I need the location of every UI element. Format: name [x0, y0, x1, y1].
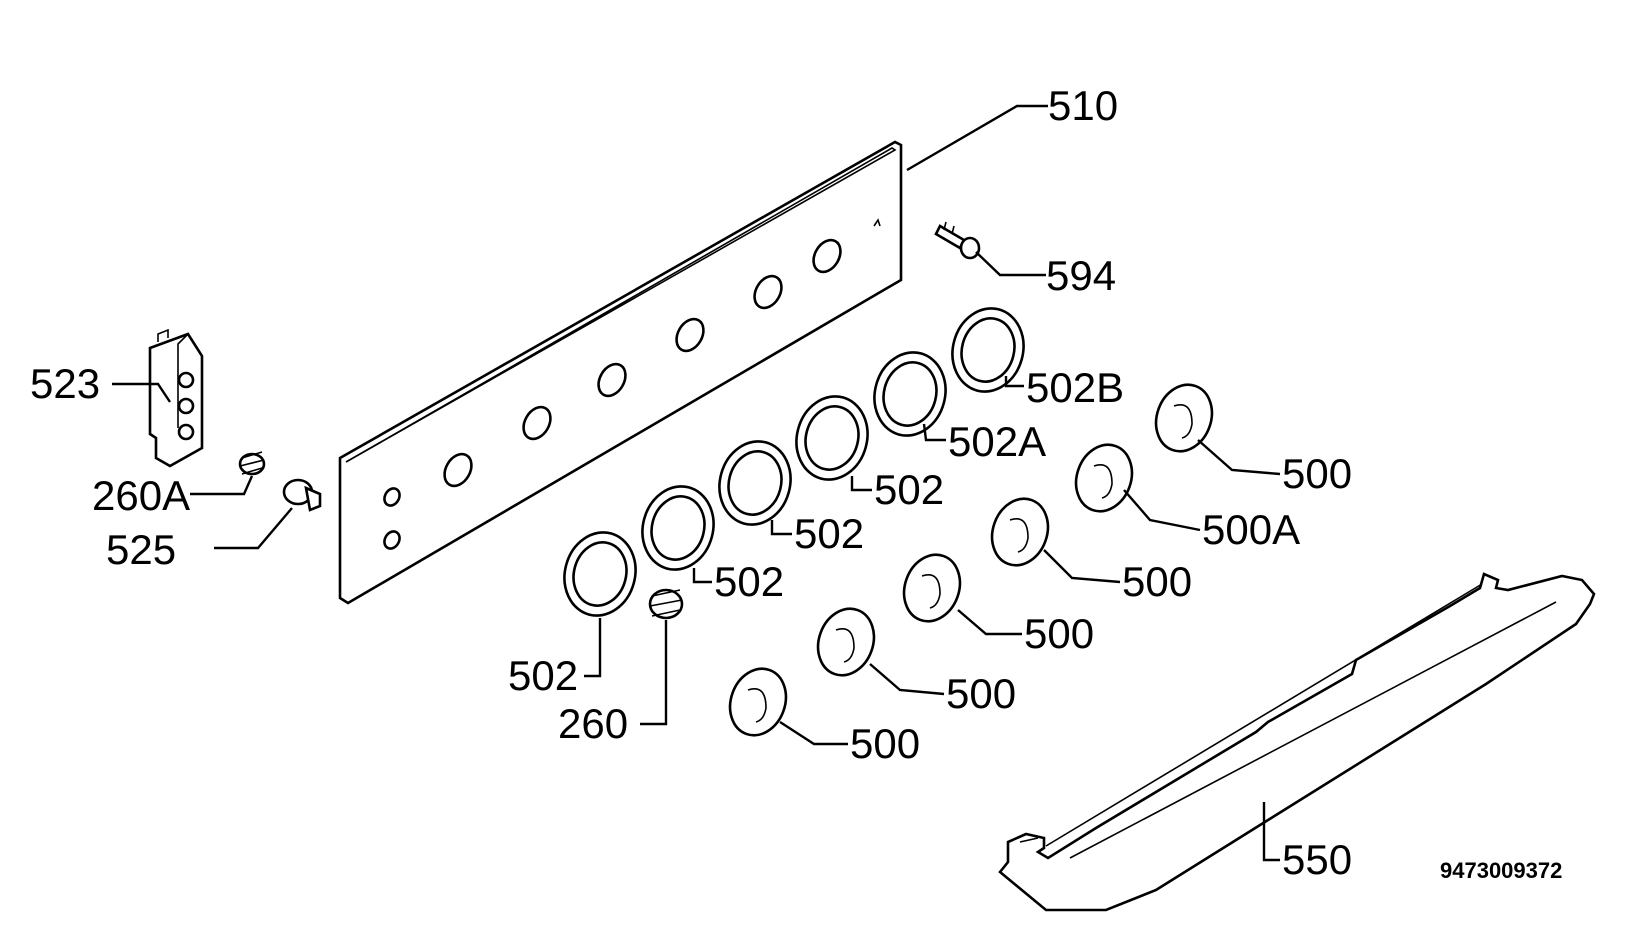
knob-1	[728, 667, 788, 737]
label-502-4: 502	[508, 652, 578, 699]
knob-6	[1154, 383, 1214, 453]
label-502-3: 502	[714, 558, 784, 605]
label-500a: 500A	[1202, 506, 1300, 553]
label-500-5: 500	[850, 720, 920, 767]
label-500-4: 500	[946, 670, 1016, 717]
knob-4	[990, 497, 1050, 567]
control-panel-part-510	[338, 140, 903, 605]
label-525: 525	[106, 526, 176, 573]
label-260a: 260A	[92, 472, 190, 519]
label-500-3: 500	[1024, 610, 1094, 657]
knob-5	[1074, 443, 1134, 513]
label-550: 550	[1282, 836, 1352, 883]
knob-2	[816, 607, 876, 677]
label-502-2: 502	[794, 510, 864, 557]
label-523: 523	[30, 360, 100, 407]
label-502-1: 502	[874, 466, 944, 513]
drawing-number: 9473009372	[1440, 858, 1562, 883]
leader-lines	[112, 104, 1281, 862]
label-500-1: 500	[1282, 450, 1352, 497]
label-260: 260	[558, 700, 628, 747]
spring-part-260	[648, 588, 684, 620]
label-510: 510	[1048, 82, 1118, 129]
spacer-part-525	[282, 478, 322, 512]
label-594: 594	[1046, 252, 1116, 299]
indicator-lamp-part-594	[934, 221, 981, 260]
knob-bezels	[563, 307, 1025, 617]
part-labels: 510 594 523 502B 502A 260A 500 502 525 5…	[30, 82, 1562, 883]
label-502b: 502B	[1026, 364, 1124, 411]
spring-part-260a	[238, 451, 266, 476]
bracket-part-523	[148, 328, 204, 468]
knob-3	[902, 553, 962, 623]
control-knobs	[728, 383, 1214, 737]
label-502a: 502A	[948, 418, 1046, 465]
handle-part-550	[998, 572, 1596, 912]
label-500-2: 500	[1122, 558, 1192, 605]
